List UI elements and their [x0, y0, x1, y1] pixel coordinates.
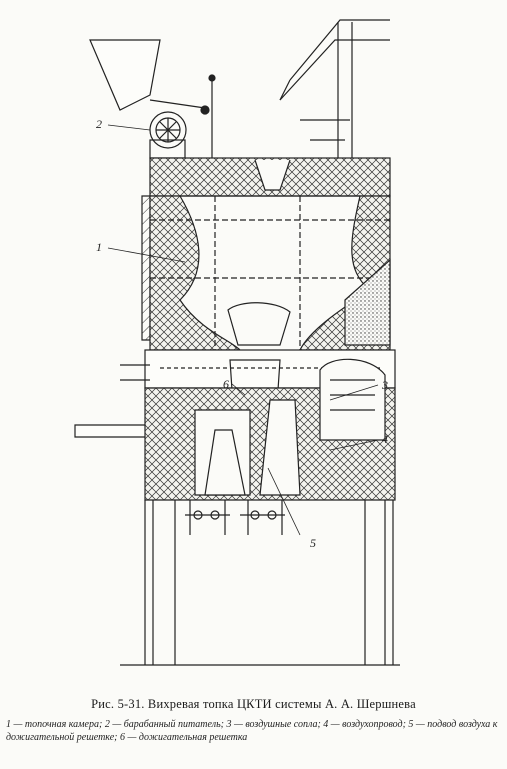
support-columns — [120, 500, 400, 666]
label-4-air-duct: 4 — [382, 432, 388, 446]
figure-caption-legend: 1 — топочная камера; 2 — барабанный пита… — [6, 719, 498, 743]
furnace-drawing — [74, 19, 400, 666]
air-supply-valves — [185, 500, 285, 535]
label-2-drum-feeder: 2 — [96, 117, 102, 131]
slag-deposit — [344, 258, 391, 346]
label-6-afterburning-grate: 6 — [223, 377, 229, 391]
label-5-air-supply: 5 — [310, 536, 316, 550]
drum-feeder — [149, 111, 187, 159]
label-3-air-nozzles: 3 — [382, 378, 388, 392]
left-wall — [141, 195, 151, 341]
lower-hearth — [144, 358, 396, 501]
label-1-combustion-chamber: 1 — [96, 240, 102, 254]
figure-caption-title: Рис. 5-31. Вихревая топка ЦКТИ системы А… — [91, 697, 416, 711]
air-duct-upper — [279, 19, 390, 158]
fuel-hopper — [89, 39, 161, 111]
left-platform — [74, 424, 151, 438]
